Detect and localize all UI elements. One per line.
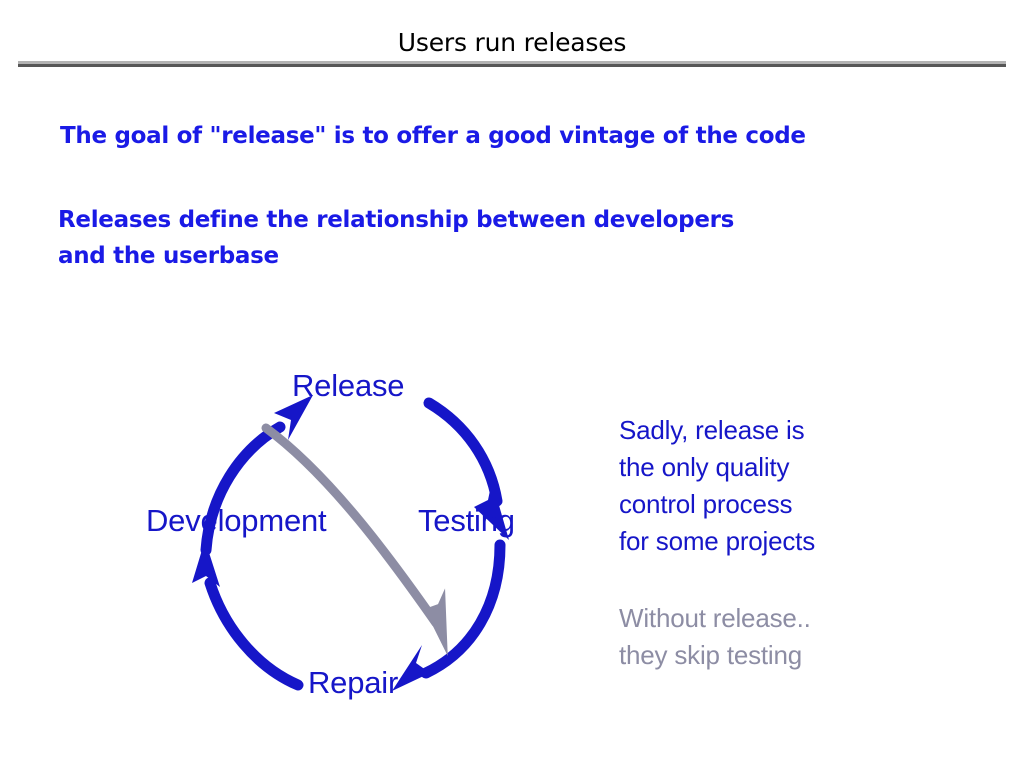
cycle-node-repair: Repair <box>308 665 399 700</box>
cycle-node-testing: Testing <box>418 503 515 538</box>
release-cycle-diagram: Release Testing Repair Development <box>130 355 560 725</box>
arrow-development-to-release <box>200 395 313 556</box>
bullet-goal-of-release: The goal of "release" is to offer a good… <box>60 123 806 149</box>
page-title: Users run releases <box>397 28 627 57</box>
note-skip-testing: Without release.. they skip testing <box>619 603 811 670</box>
note-quality-control: Sadly, release is the only quality contr… <box>619 415 816 556</box>
arrow-repair-to-development <box>192 540 304 691</box>
bullet-releases-define-relationship: Releases define the relationship between… <box>58 207 735 269</box>
arrow-release-to-repair-shortcut <box>261 423 448 657</box>
arrow-testing-to-repair <box>392 539 506 691</box>
cycle-arrows-graphic <box>192 395 509 691</box>
cycle-node-release: Release <box>292 368 405 403</box>
arrow-release-to-testing <box>423 397 509 540</box>
cycle-node-development: Development <box>146 503 327 538</box>
divider-light-band <box>18 61 1006 64</box>
divider-dark-band <box>18 64 1006 67</box>
title-divider <box>18 61 1006 67</box>
